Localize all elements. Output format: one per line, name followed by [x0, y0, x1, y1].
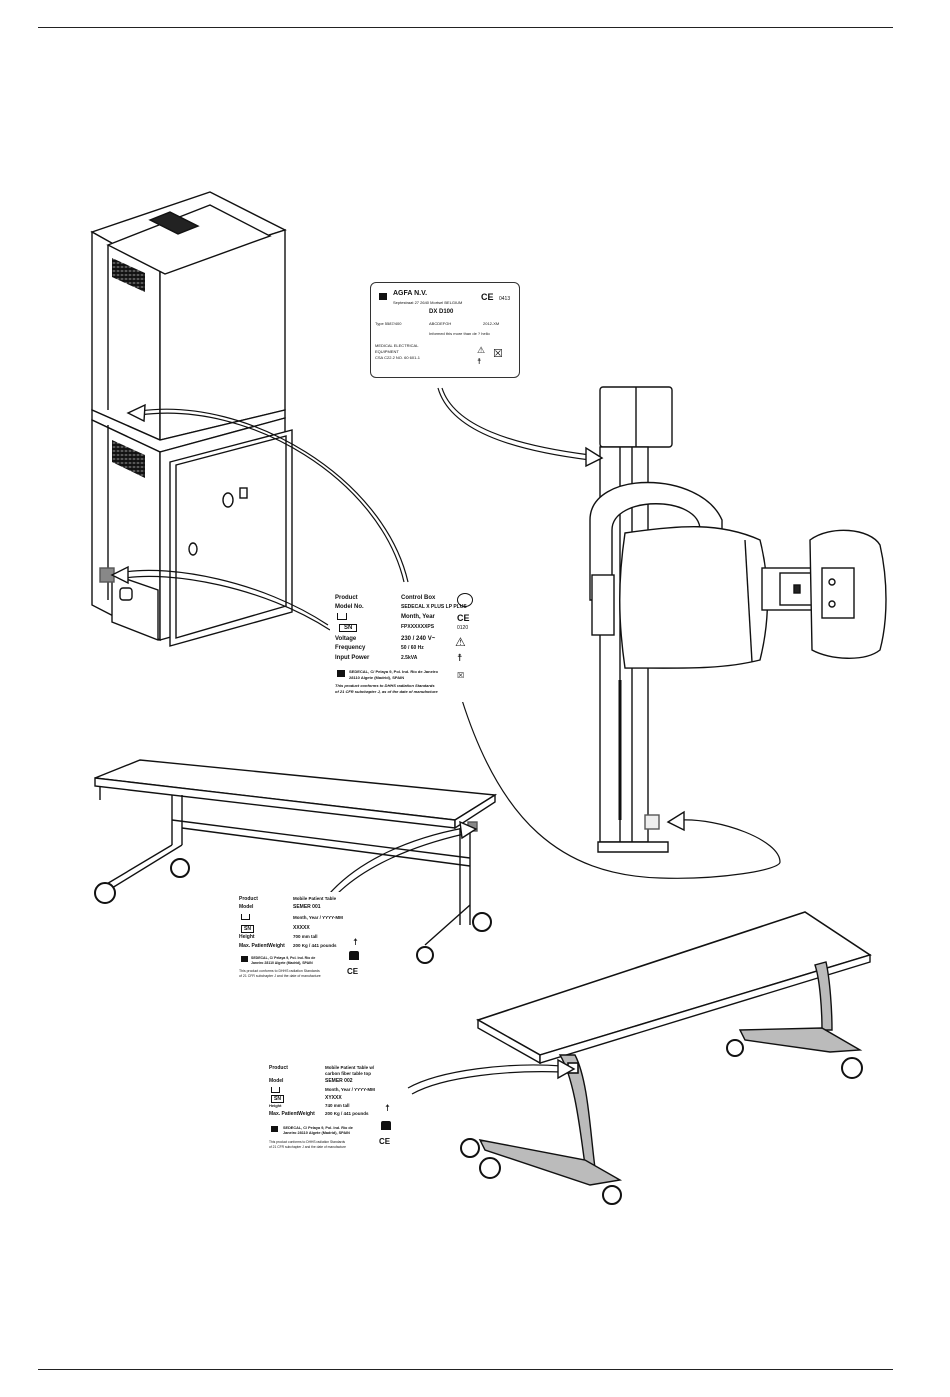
s1-value: Mobile Patient Table [293, 896, 337, 901]
cb-value: 230 / 240 V~ [401, 636, 436, 642]
warning-icon: ⚠ [477, 345, 486, 355]
s2-value: Month, Year / YYYY-MM [325, 1087, 375, 1092]
s2-value: carbon fiber table top [325, 1071, 372, 1076]
control-box-label: Product Control Box Model No. SEDECAL X … [330, 588, 492, 702]
patient-icon: ☨ [353, 937, 358, 947]
cb-value: Month, Year [401, 614, 435, 620]
csa-icon [457, 593, 473, 607]
cb-value: 50 / 60 Hz [401, 645, 424, 651]
s1-key: Model [239, 904, 254, 910]
s1-value: Month, Year / YYYY-MM [293, 915, 343, 920]
semer-001-label: Product Mobile Patient Table Model SEMER… [236, 892, 376, 984]
agfa-address: Septestraat 27 2640 Mortsel BELGIUM [393, 300, 463, 305]
cb-conformity2: of 21 CFR subchapter J, as of the date o… [335, 689, 438, 694]
ce-mark: CE [457, 613, 470, 623]
s2-conformity1: This product conforms to DHHS radiation … [269, 1140, 346, 1144]
s1-key: Product [239, 896, 258, 902]
cb-key: Frequency [335, 645, 366, 651]
s2-conformity2: of 21 CFR subchapter J and the date of m… [269, 1145, 346, 1149]
s2-key: SN [271, 1095, 284, 1103]
s2-value: 200 Kg / 441 pounds [325, 1111, 369, 1116]
agfa-line4: EQUIPMENT [375, 349, 399, 354]
control-cabinet [90, 191, 293, 647]
cb-key: Model No. [335, 604, 364, 610]
manufacture-date-icon [337, 613, 347, 620]
agfa-model: DX D100 [429, 309, 454, 315]
manufacturer-icon [379, 293, 387, 300]
mobile-table-001 [94, 759, 498, 964]
agfa-line1-right: 2012-XM [483, 321, 500, 326]
manufacturer-icon [337, 670, 345, 677]
s1-conformity1: This product conforms to DHHS radiation … [239, 969, 320, 973]
s2-key: Max. PatientWeight [269, 1111, 315, 1117]
s2-key: Height [269, 1103, 282, 1108]
agfa-label: AGFA N.V. Septestraat 27 2640 Mortsel BE… [370, 282, 520, 378]
manufacture-date-icon [271, 1087, 280, 1093]
s1-manufacturer: SEDECAL, C/ Pelaya 9, Pol. Ind. Río de [251, 956, 316, 960]
cb-key: Product [335, 595, 358, 601]
patient-icon: ☨ [457, 653, 463, 664]
s1-value: XXXXX [293, 925, 310, 931]
manufacture-date-icon [241, 914, 250, 920]
semer-002-label: Product Mobile Patient Table w/ carbon f… [266, 1060, 400, 1154]
s1-key: SN [241, 925, 254, 933]
agfa-line1-mid: ABCDEFGH [429, 321, 452, 326]
ce-mark: CE [347, 967, 359, 976]
top-rule [38, 27, 893, 28]
s1-key: Max. PatientWeight [239, 943, 285, 949]
patient-icon: ☨ [385, 1103, 390, 1113]
agfa-line3: MEDICAL ELECTRICAL [375, 343, 419, 348]
agfa-line5: CSA C22.2 NO. 60 601-1 [375, 355, 420, 360]
ce-mark: CE [379, 1137, 391, 1146]
s1-key: Height [239, 934, 255, 940]
weight-icon [349, 951, 359, 960]
ce-mark: CE [481, 292, 494, 302]
bottom-rule [38, 1369, 893, 1370]
cb-key: Input Power [335, 655, 370, 661]
agfa-line2: Informed this more than de ? hello [429, 331, 490, 336]
weee-bin-icon: ☒ [457, 671, 465, 680]
s1-value: 200 Kg / 441 pounds [293, 943, 337, 948]
patient-icon: ☨ [477, 357, 482, 366]
wall-stand [589, 386, 887, 853]
cb-manufacturer2: 28110 Algete (Madrid), SPAIN [349, 675, 405, 680]
s2-key: Product [269, 1065, 288, 1071]
weight-icon [381, 1121, 391, 1130]
s1-manufacturer2: Janeiro 28110 Algete (Madrid), SPAIN [251, 961, 313, 965]
cb-value: 2.5kVA [401, 655, 418, 661]
cb-conformity1: This product conforms to DHHS radiation … [335, 683, 435, 688]
cb-key: SN [339, 624, 358, 632]
s2-manufacturer2: Janeiro 28110 Algete (Madrid), SPAIN [283, 1131, 350, 1135]
cb-manufacturer: SEDECAL, C/ Pelaya 9, Pol. Ind. Río de J… [349, 669, 438, 674]
weee-bin-icon: ☒ [493, 348, 503, 360]
s2-manufacturer: SEDECAL, C/ Pelaya 9, Pol. Ind. Río de [283, 1126, 353, 1130]
warning-icon: ⚠ [455, 635, 466, 649]
agfa-line1-left: Type 5587/400 [375, 321, 402, 326]
ce-number: 0120 [457, 625, 469, 631]
s2-value: 740 mm tall [325, 1103, 350, 1108]
s2-value: Mobile Patient Table w/ [325, 1065, 375, 1070]
s1-value: 700 mm tall [293, 934, 318, 939]
s1-conformity2: of 21 CFR subchapter J and the date of m… [239, 974, 321, 978]
cb-value: SEDECAL X PLUS LP PLUS [401, 604, 467, 610]
manufacturer-icon [271, 1126, 278, 1132]
cb-value: FPXXXXXXPS [401, 624, 435, 630]
cb-value: Control Box [401, 595, 436, 601]
s2-value: SEMER 002 [325, 1078, 353, 1084]
s1-value: SEMER 001 [293, 904, 321, 910]
ce-number: 0413 [499, 296, 511, 302]
s2-key: Model [269, 1078, 284, 1084]
manufacturer-icon [241, 956, 248, 962]
cb-key: Voltage [335, 636, 357, 642]
mobile-table-002 [460, 911, 872, 1205]
agfa-company: AGFA N.V. [393, 290, 428, 297]
s2-value: XYXXX [325, 1095, 342, 1101]
